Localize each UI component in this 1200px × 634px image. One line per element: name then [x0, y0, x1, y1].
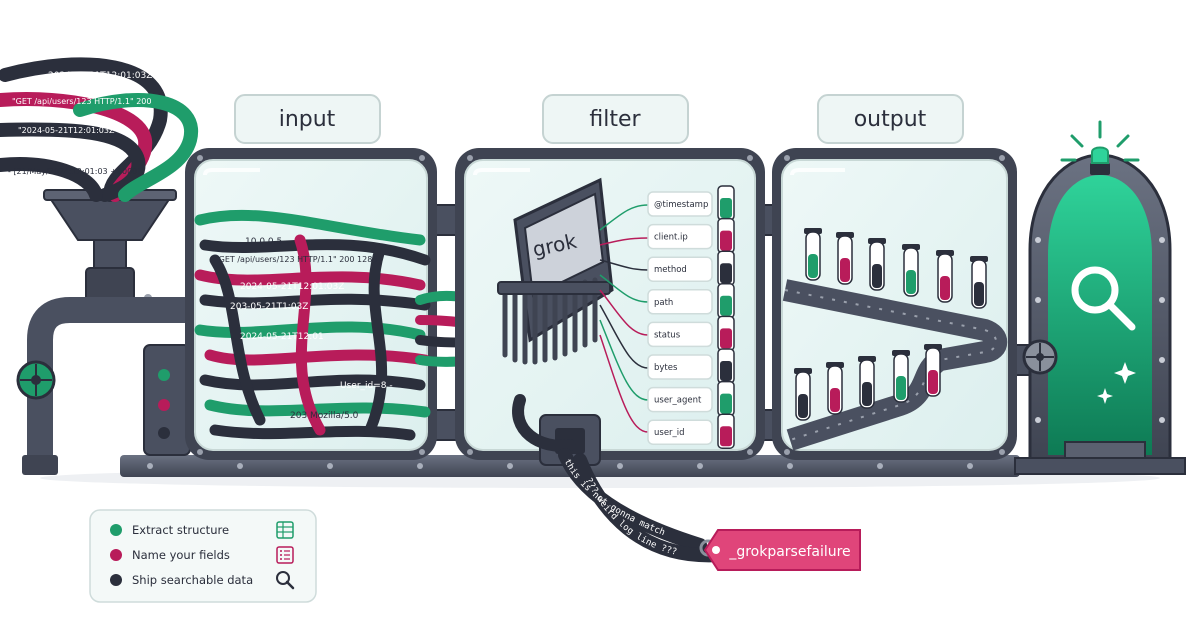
input-line-6: User_id=8 -: [340, 381, 393, 391]
output-label-plate: output: [817, 94, 964, 144]
field-label-box: [647, 386, 713, 413]
field-row-status: status: [647, 315, 735, 352]
input-line-3: 2024-05-21T12:01:03Z: [240, 282, 344, 292]
status-beacon: [1060, 120, 1140, 175]
field-label: client.ip: [654, 233, 688, 243]
output-vial: [902, 244, 920, 297]
input-line-4: 203-05-21T1:03Z: [230, 302, 308, 312]
input-line-7: 203 Mozilla/5.0: [290, 411, 359, 421]
legend-dot: [110, 524, 122, 536]
grok-comb: grok: [497, 177, 614, 365]
legend-dot: [110, 549, 122, 561]
output-vials-bottom-row: [794, 344, 942, 421]
field-label: user_agent: [654, 396, 702, 406]
legend-dot: [110, 574, 122, 586]
output-vial: [970, 256, 988, 309]
incoming-line-4: - [21/May/2024:12:01:03 +0000]: [8, 167, 140, 176]
field-row-user-agent: user_agent: [647, 380, 735, 417]
field-label-box: [647, 354, 713, 380]
sparkle-icon: [1097, 362, 1136, 404]
output-vial: [936, 250, 954, 303]
output-vial: [892, 350, 910, 403]
input-label-plate: input: [234, 94, 381, 144]
field-label-box: [647, 419, 713, 445]
input-line-1: 10.0.0.5 -: [245, 237, 288, 247]
field-label-box: [647, 289, 713, 315]
field-row-method: method: [647, 250, 735, 286]
intake-pipe: [22, 297, 190, 475]
field-row-timestamp: @timestamp: [647, 185, 735, 221]
output-label: output: [854, 107, 927, 132]
field-vial-fill: [720, 263, 732, 284]
field-rows: @timestamp client.ip method path status bytes…: [647, 185, 735, 449]
output-vial: [836, 232, 854, 285]
incoming-line-3: "2024-05-21T12:01:03Z": [18, 126, 118, 135]
tangled-log-ribbons: [194, 209, 431, 441]
indicator-navy: [158, 427, 170, 439]
grokparsefailure-label: _grokparsefailure: [728, 544, 850, 560]
field-label: @timestamp: [654, 200, 708, 210]
field-row-path: path: [647, 283, 735, 319]
field-label-box: [647, 223, 713, 250]
field-label: status: [654, 330, 681, 340]
input-line-5: 2024-05-21T12:01: [240, 332, 324, 342]
indicator-green: [158, 369, 170, 381]
filter-label: filter: [589, 107, 641, 132]
filter-label-plate: filter: [542, 94, 689, 144]
legend-item: Extract structure: [110, 521, 294, 539]
vault-magnifier-icon: [1071, 266, 1136, 331]
legend-item: Name your fields: [110, 546, 294, 564]
field-vial-fill: [720, 295, 732, 316]
field-label: bytes: [654, 363, 678, 373]
vault-valve-wheel[interactable]: [1022, 339, 1058, 375]
incoming-ribbons: [0, 57, 199, 202]
output-vial: [868, 238, 886, 291]
legend-item: Ship searchable data: [110, 571, 295, 590]
output-vial: [924, 344, 942, 397]
field-label: user_id: [654, 428, 685, 438]
field-label-box: [647, 256, 713, 282]
legend-label: Name your fields: [132, 548, 230, 562]
legend-label: Ship searchable data: [132, 573, 253, 587]
incoming-line-2: "GET /api/users/123 HTTP/1.1" 200: [12, 97, 151, 106]
field-label: path: [654, 298, 673, 308]
table-icon: [276, 521, 294, 539]
field-vial-fill: [720, 230, 732, 251]
search-vault: [1014, 153, 1186, 475]
field-label-box: [647, 321, 713, 348]
output-vial: [826, 362, 844, 415]
output-vial: [804, 228, 822, 281]
magnifier-icon: [276, 571, 295, 590]
field-vial-fill: [720, 361, 732, 381]
list-icon: [276, 546, 294, 564]
output-vial: [858, 356, 876, 409]
incoming-line-1: 2024-05-21T12:01:03Z: [48, 71, 152, 81]
field-vial-fill: [720, 393, 732, 414]
control-panel: [143, 344, 191, 456]
input-log-text: 10.0.0.5 - "GET /api/users/123 HTTP/1.1"…: [215, 237, 393, 421]
indicator-magenta: [158, 399, 170, 411]
output-vial: [794, 368, 812, 421]
output-vials-top-row: [804, 228, 988, 309]
field-label-box: [647, 191, 713, 217]
pipe-valve-wheel[interactable]: [16, 360, 56, 400]
input-label: input: [279, 107, 336, 132]
field-label: method: [654, 265, 687, 275]
field-vial-fill: [720, 328, 732, 349]
legend-label: Extract structure: [132, 523, 229, 537]
vault-steps: [1014, 441, 1186, 475]
field-row-bytes: bytes: [647, 348, 735, 384]
input-line-2: "GET /api/users/123 HTTP/1.1" 200 1284 -: [215, 255, 383, 264]
incoming-log-text: 2024-05-21T12:01:03Z "GET /api/users/123…: [8, 71, 152, 176]
field-row-user-id: user_id: [647, 413, 735, 449]
parsed-fields: [599, 204, 649, 433]
field-vial-fill: [720, 198, 732, 218]
field-vial-fill: [720, 426, 732, 447]
grokparsefailure-tag: _grokparsefailure: [703, 529, 861, 571]
